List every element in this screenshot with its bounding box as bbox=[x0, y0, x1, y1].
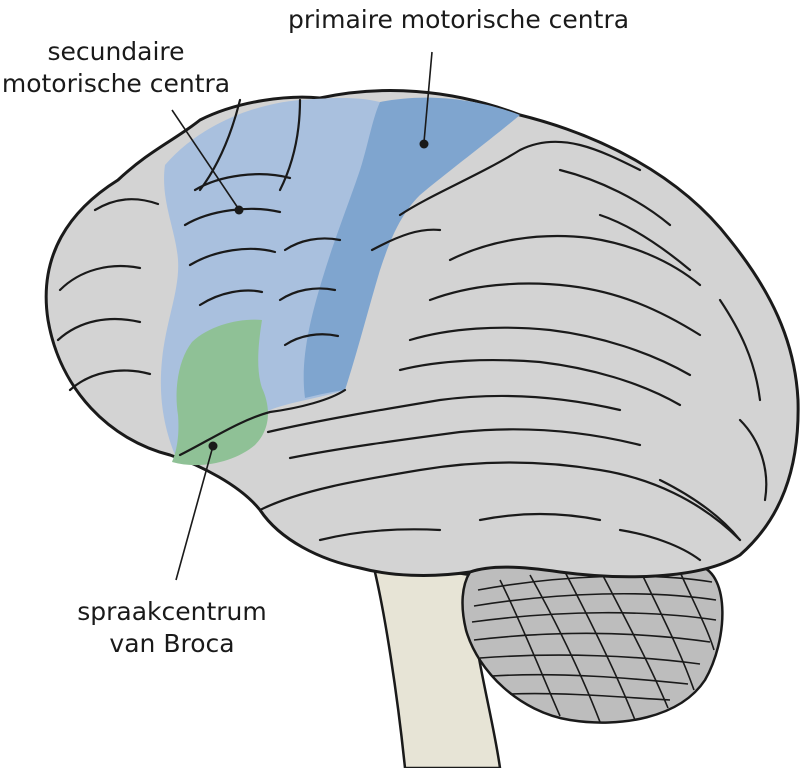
gyri-lines bbox=[56, 98, 768, 562]
cerebellum bbox=[461, 557, 724, 724]
broca-region bbox=[172, 319, 268, 466]
primary-motor-region bbox=[303, 97, 520, 398]
label-broca: spraakcentrum van Broca bbox=[62, 596, 282, 660]
leader-broca bbox=[175, 445, 214, 581]
label-broca-line2: van Broca bbox=[109, 629, 235, 658]
leader-secondary bbox=[171, 109, 239, 209]
dot-broca bbox=[208, 441, 218, 451]
leader-primary bbox=[423, 51, 433, 143]
label-secondary-line1: secundaire bbox=[47, 37, 185, 66]
label-secondary-line2: motorische centra bbox=[1, 69, 231, 98]
label-primary-motor: primaire motorische centra bbox=[288, 5, 630, 34]
leader-lines bbox=[171, 51, 433, 581]
dot-primary bbox=[419, 139, 429, 149]
label-broca-line1: spraakcentrum bbox=[77, 597, 267, 626]
label-secondary-motor: secundaire motorische centra bbox=[0, 36, 232, 100]
dot-secondary bbox=[234, 205, 244, 215]
